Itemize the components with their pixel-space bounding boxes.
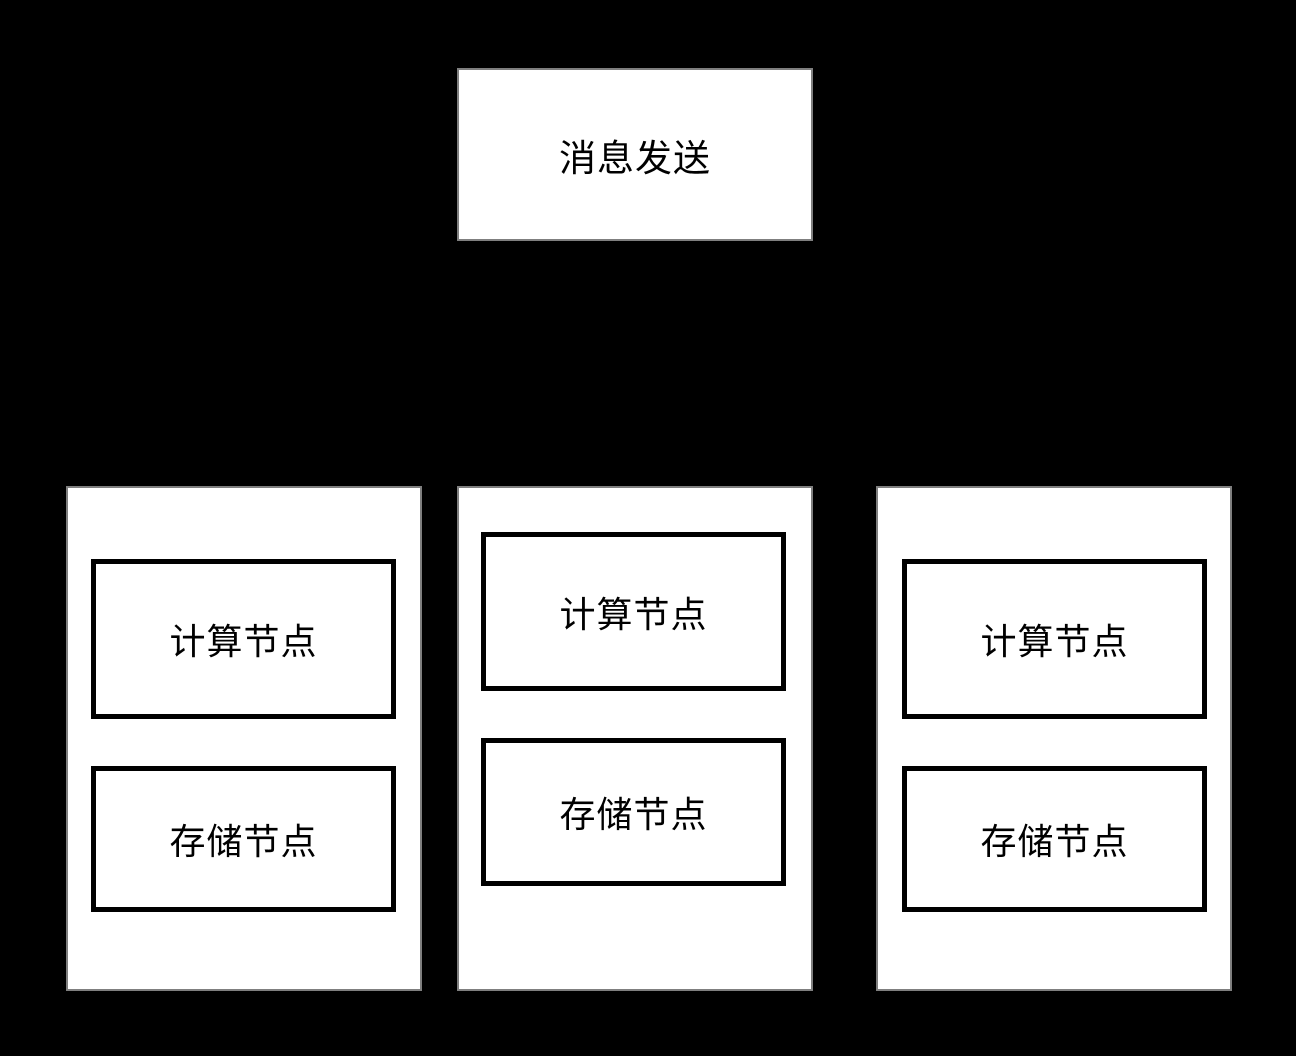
cluster-2-storage-node-box: 存储节点 bbox=[481, 738, 786, 886]
cluster-3-storage-node-box: 存储节点 bbox=[902, 766, 1207, 912]
storage-node-label: 存储节点 bbox=[169, 821, 318, 862]
message-send-box: 消息发送 bbox=[457, 68, 813, 241]
storage-node-label: 存储节点 bbox=[980, 821, 1129, 862]
cluster-3-compute-node-box: 计算节点 bbox=[902, 559, 1207, 719]
message-send-label: 消息发送 bbox=[559, 137, 711, 179]
compute-node-label: 计算节点 bbox=[559, 593, 708, 635]
cluster-1-compute-node-box: 计算节点 bbox=[91, 559, 396, 719]
compute-node-label: 计算节点 bbox=[169, 621, 318, 662]
cluster-1-storage-node-box: 存储节点 bbox=[91, 766, 396, 912]
storage-node-label: 存储节点 bbox=[559, 794, 708, 835]
cluster-2-compute-node-box: 计算节点 bbox=[481, 532, 786, 691]
cluster-2: 计算节点 存储节点 bbox=[457, 486, 813, 991]
compute-node-label: 计算节点 bbox=[980, 621, 1129, 662]
cluster-1: 计算节点 存储节点 bbox=[66, 486, 422, 991]
cluster-3: 计算节点 存储节点 bbox=[876, 486, 1232, 991]
